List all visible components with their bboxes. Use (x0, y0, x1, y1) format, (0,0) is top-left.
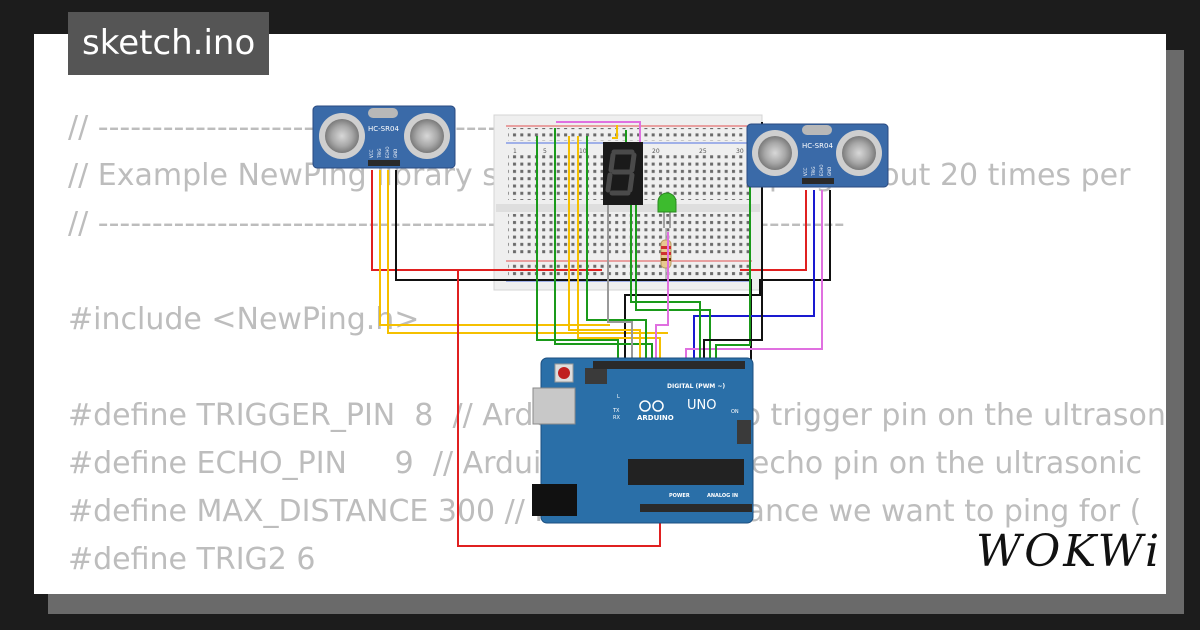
sensor-pin-label: VCC (803, 167, 808, 176)
board-model: UNO (687, 398, 716, 413)
breadboard-col-label: 5 (543, 148, 547, 155)
code-line: #define ECHO2 7 (68, 584, 1166, 594)
l-label: L (617, 394, 620, 400)
board-brand: ARDUINO (637, 414, 674, 422)
breadboard-col-label: 20 (652, 148, 660, 155)
code-line: #include <NewPing.h> (68, 302, 420, 337)
tx-label: TX (612, 408, 620, 414)
digital-label: DIGITAL (PWM ~) (667, 383, 725, 390)
seven-segment-display[interactable] (603, 142, 643, 205)
sensor-pin-label: VCC (369, 149, 374, 158)
sensor-pin-label: GND (827, 167, 832, 176)
sensor-pin-label: ECHO (385, 147, 390, 158)
green-led[interactable] (657, 192, 677, 228)
arduino-logo-icon (639, 400, 664, 412)
breadboard-col-label: 25 (699, 148, 707, 155)
ultrasonic-sensor-left[interactable]: HC-SR04 VCC TRIG ECHO GND (312, 105, 456, 169)
ultrasonic-sensor-right[interactable]: HC-SR04 VCC TRIG ECHO GND (746, 123, 889, 188)
code-line: #define TRIG2 6 (68, 542, 316, 577)
on-label: ON (731, 409, 739, 415)
power-label: POWER (669, 493, 690, 499)
sensor-pin-label: GND (393, 149, 398, 158)
arduino-uno-board[interactable]: DIGITAL (PWM ~) TX RX L UNO ARDUINO ON P… (532, 357, 754, 524)
sensor-label: HC-SR04 (802, 142, 833, 150)
code-line: #define ECHO_PIN 9 // Arduino pin tied t… (68, 446, 1143, 481)
rx-label: RX (613, 415, 620, 421)
wires (371, 121, 831, 547)
breadboard-col-label: 10 (579, 148, 587, 155)
sensor-pin-label: TRIG (377, 148, 382, 159)
breadboard-col-label: 30 (736, 148, 744, 155)
wokwi-logo: WOKWi (976, 526, 1163, 577)
sensor-label: HC-SR04 (368, 125, 399, 133)
sensor-pin-label: TRIG (811, 166, 816, 177)
sensor-pin-label: ECHO (819, 165, 824, 176)
project-title[interactable]: sketch.ino (68, 12, 270, 75)
breadboard-col-label: 1 (513, 148, 517, 155)
analog-label: ANALOG IN (707, 493, 738, 499)
